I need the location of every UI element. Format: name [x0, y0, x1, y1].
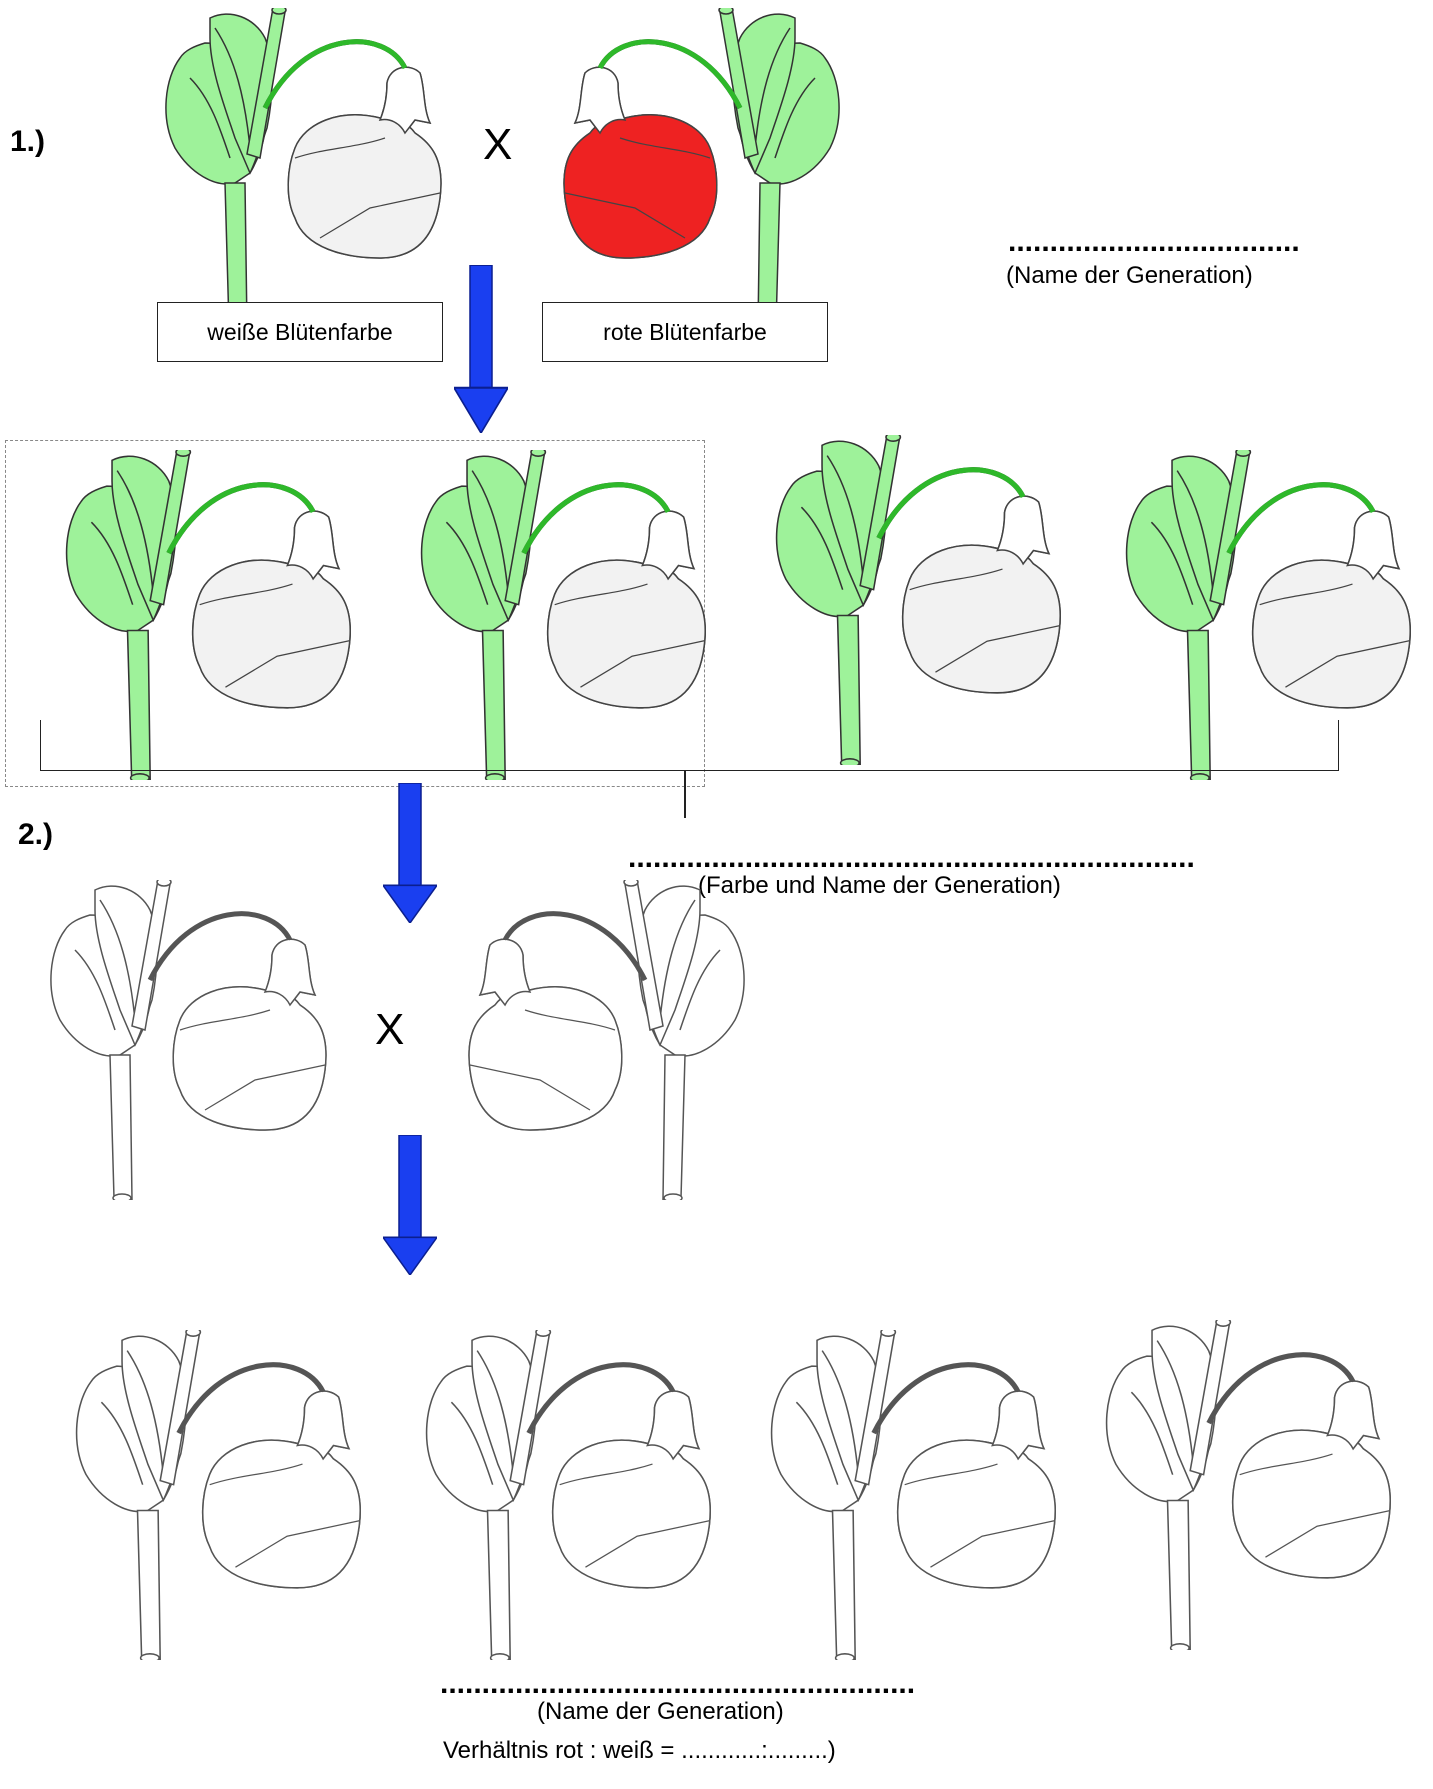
arrow-p-to-f1: [454, 265, 508, 433]
f1-plant-3: [765, 435, 1075, 765]
f2-plant-1: [65, 1330, 375, 1660]
parent-red-label: rote Blütenfarbe: [603, 319, 767, 346]
f1-group-bracket: [40, 720, 1339, 771]
parent-red-label-box: rote Blütenfarbe: [542, 302, 828, 362]
parent-red-plant: [545, 8, 855, 328]
cross-symbol-p: X: [483, 120, 512, 170]
f2-plant-3: [760, 1330, 1070, 1660]
parent-white-label-box: weiße Blütenfarbe: [157, 302, 443, 362]
arrow-f1-to-cross: [383, 783, 437, 923]
cross-outline-plant-left: [35, 880, 345, 1200]
f1-answer-blank: ........................................…: [628, 848, 1214, 870]
parent-white-label: weiße Blütenfarbe: [207, 319, 392, 346]
arrow-cross-to-f2: [383, 1135, 437, 1275]
cross-symbol-f1: X: [375, 1005, 404, 1055]
f2-plant-4: [1095, 1320, 1405, 1650]
ratio-prompt: Verhältnis rot : weiß = ............:...…: [443, 1737, 836, 1765]
p-generation-caption: (Name der Generation): [1006, 262, 1253, 290]
parent-white-plant: [150, 8, 460, 328]
section-1-label: 1.): [10, 125, 45, 159]
cross-outline-plant-right: [450, 880, 760, 1200]
section-2-label: 2.): [18, 818, 53, 852]
f2-caption: (Name der Generation): [537, 1698, 784, 1726]
f2-plant-2: [415, 1330, 725, 1660]
p-generation-answer-blank: ...................................: [1008, 232, 1308, 254]
f1-bracket-tick: [684, 770, 686, 818]
f2-answer-blank: ........................................…: [440, 1674, 935, 1696]
